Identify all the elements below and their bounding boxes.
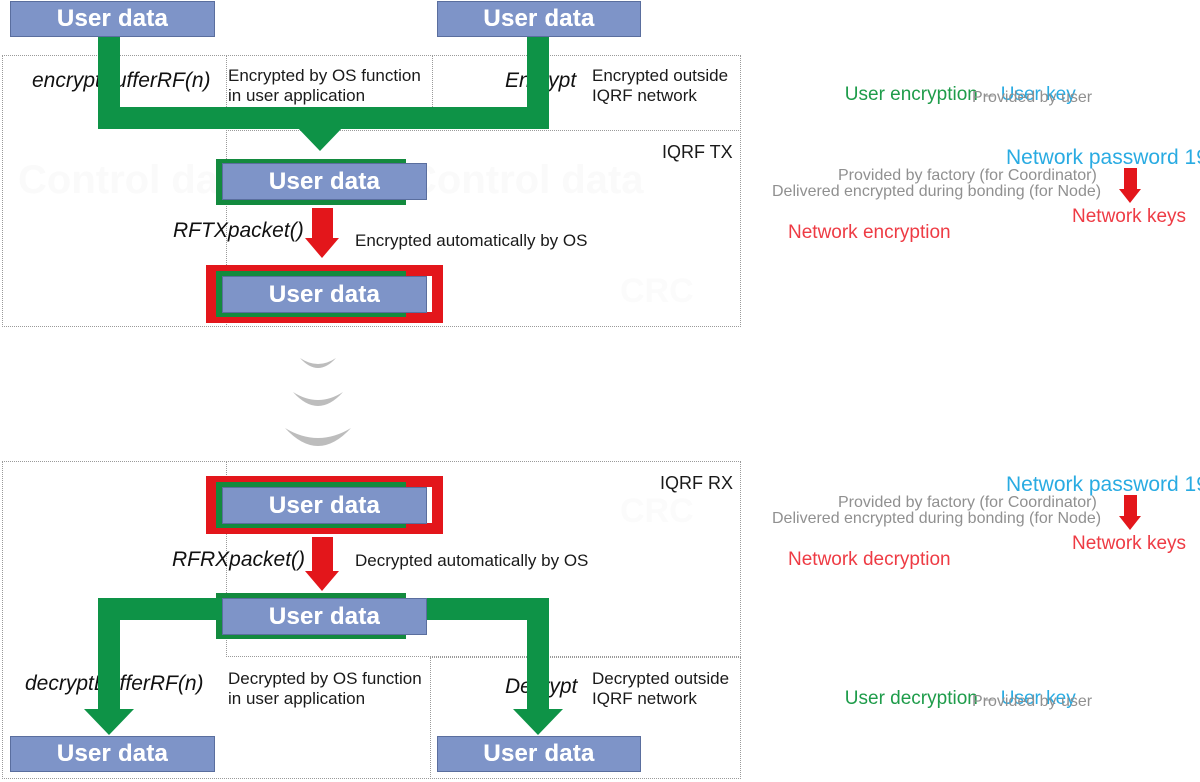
- green-arrow-head-right-rx: [513, 709, 563, 735]
- green-bar-left-vertical: [98, 37, 120, 116]
- legend-network-decryption: Network decryption: [788, 549, 951, 570]
- legend-red-bar-bottom: [1124, 495, 1137, 518]
- rx-inner-frame: [430, 657, 741, 779]
- legend-provided-by-user-bottom: Provided by user: [972, 693, 1093, 710]
- user-data-source-right: User data: [437, 1, 641, 37]
- green-bar-stem-tx: [309, 107, 331, 127]
- user-data-encrypted-user-rx: User data: [222, 598, 427, 635]
- legend-dash-top: –: [984, 87, 994, 105]
- red-arrow-head-rx: [305, 571, 339, 591]
- watermark-control-data-right: Control data: [408, 158, 644, 202]
- legend-provided-by-user-top: Provided by user: [972, 89, 1093, 106]
- user-data-source-left: User data: [10, 1, 215, 37]
- red-arrow-head-tx: [305, 238, 339, 258]
- legend-network-password-top: Network password 192 b: [1006, 146, 1200, 169]
- iqrf-tx-label: IQRF TX: [662, 142, 733, 162]
- note-encrypted-by-os-function: Encrypted by OS function in user applica…: [228, 66, 421, 105]
- watermark-crc-tx: CRC: [620, 272, 694, 310]
- rf-wave-arcs: [285, 358, 351, 446]
- legend-network-password-bottom: Network password 192 b: [1006, 473, 1200, 496]
- legend-delivered-bonding-bottom: Delivered encrypted during bonding (for …: [772, 510, 1102, 527]
- legend-user-encryption-text: User encryption: [844, 84, 978, 106]
- legend-user-encryption-row: User encryption–User key: [827, 66, 1076, 125]
- legend-user-decryption-row: User decryption–User key: [827, 670, 1076, 729]
- legend-red-bar-top: [1124, 168, 1137, 191]
- legend-provided-by-factory-bottom: Provided by factory (for Coordinator): [838, 494, 1097, 511]
- legend-user-key-text: User key: [1000, 84, 1076, 106]
- red-bar-stem-rx: [312, 537, 333, 573]
- note-encrypted-automatically: Encrypted automatically by OS: [355, 231, 588, 250]
- legend-red-arrow-head-top: [1119, 189, 1141, 203]
- iqrf-rx-label: IQRF RX: [660, 473, 734, 493]
- iqrf-rx-frame: [226, 461, 741, 657]
- green-arrow-head-tx: [295, 125, 345, 151]
- legend-delivered-bonding-top: Delivered encrypted during bonding (for …: [772, 183, 1102, 200]
- watermark-crc-rx: CRC: [620, 492, 694, 530]
- iqrf-tx-frame: [226, 130, 741, 327]
- green-bar-horizontal-right-rx: [427, 598, 549, 620]
- label-encrypt-buffer-fn: encryptBufferRF(n): [32, 69, 211, 92]
- legend-provided-by-factory-top: Provided by factory (for Coordinator): [838, 167, 1097, 184]
- note-decrypted-automatically: Decrypted automatically by OS: [355, 551, 589, 570]
- note-decrypted-outside: Decrypted outside IQRF network: [592, 669, 730, 708]
- green-bar-right-vertical: [527, 37, 549, 116]
- label-rfrxpacket-fn: RFRXpacket(): [172, 548, 306, 571]
- green-arrow-head-left-rx: [84, 709, 134, 735]
- green-bar-vertical-right-rx: [527, 598, 549, 713]
- legend-user-decryption-text: User decryption: [844, 688, 978, 710]
- note-encrypted-outside: Encrypted outside IQRF network: [592, 66, 729, 105]
- red-bar-stem-tx: [312, 208, 333, 240]
- user-data-output-right: User data: [437, 736, 641, 772]
- legend-user-key-text-bottom: User key: [1000, 688, 1076, 710]
- green-bar-vertical-left-rx: [98, 598, 120, 713]
- legend-dash-bottom: –: [984, 691, 994, 709]
- user-data-encrypted-network-tx: User data: [222, 276, 427, 313]
- legend-network-encryption: Network encryption: [788, 222, 951, 243]
- user-data-encrypted-network-rx: User data: [222, 487, 427, 524]
- green-bar-horizontal-left-rx: [98, 598, 226, 620]
- legend-red-arrow-head-bottom: [1119, 516, 1141, 530]
- legend-network-keys-top: Network keys: [1072, 206, 1187, 227]
- user-data-output-left: User data: [10, 736, 215, 772]
- label-rftxpacket-fn: RFTXpacket(): [173, 219, 304, 242]
- note-decrypted-by-os-function: Decrypted by OS function in user applica…: [228, 669, 422, 708]
- user-data-encrypted-user-tx: User data: [222, 163, 427, 200]
- legend-network-keys-bottom: Network keys: [1072, 533, 1187, 554]
